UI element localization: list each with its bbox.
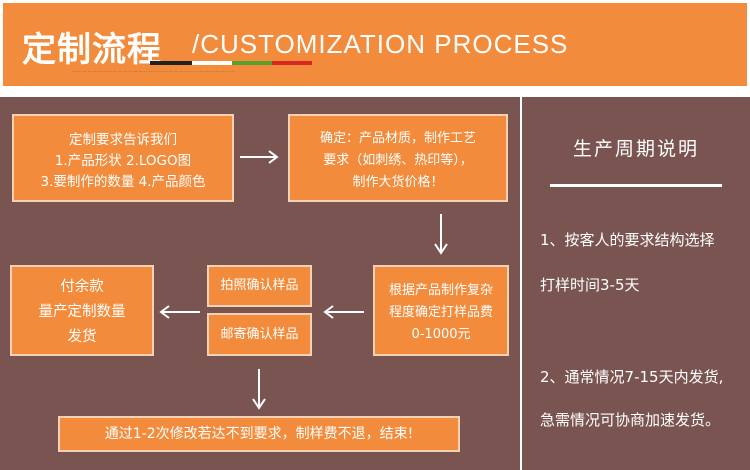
- cycle-item1-line2: 打样时间3-5天: [540, 276, 640, 294]
- step-confirm-line3: 制作大货价格！: [352, 175, 444, 190]
- decor-bar-green: [232, 61, 272, 65]
- step-balance-line3: 发货: [67, 329, 97, 345]
- arrow-right-icon: [240, 150, 279, 164]
- page-subtitle: /CUSTOMIZATION PROCESS: [192, 29, 569, 59]
- arrow-down-icon: [252, 369, 266, 410]
- step-requirements-line3: 3.要制作的数量 4.产品颜色: [40, 174, 206, 190]
- step-confirm-material: 确定：产品材质，制作工艺 要求（如刺绣、热印等）， 制作大货价格！: [288, 114, 508, 202]
- page-title: 定制流程: [22, 30, 162, 70]
- header-fine-print: — — — — — — — — — — — — — — — — — — — — …: [72, 68, 235, 73]
- final-note-label: 通过1-2次修改若达不到要求，制样费不退，结束!: [104, 426, 414, 442]
- cycle-panel: 生产周期说明 1、按客人的要求结构选择 打样时间3-5天 2、通常情况7-15天…: [522, 97, 750, 470]
- final-note: 通过1-2次修改若达不到要求，制样费不退，结束!: [58, 416, 460, 452]
- arrow-down-icon: [434, 214, 448, 255]
- step-photo-confirm-label: 拍照确认样品: [220, 278, 299, 293]
- cycle-item1-line1: 1、按客人的要求结构选择: [540, 231, 715, 249]
- step-mail-confirm: 邮寄确认样品: [207, 313, 312, 356]
- step-mail-confirm-label: 邮寄确认样品: [220, 327, 299, 342]
- cycle-divider: [550, 184, 722, 187]
- cycle-item2-line2: 急需情况可协商加速发货。: [540, 411, 721, 429]
- step-requirements: 定制要求告诉我们 1.产品形状 2.LOGO图 3.要制作的数量 4.产品颜色: [12, 114, 234, 202]
- step-confirm-line2: 要求（如刺绣、热印等），: [323, 153, 473, 168]
- step-photo-confirm: 拍照确认样品: [207, 265, 312, 307]
- step-requirements-heading: 定制要求告诉我们: [69, 132, 177, 148]
- step-sample-fee-line2: 程度确定打样品费: [388, 305, 493, 320]
- cycle-item2-line1: 2、通常情况7-15天内发货,: [540, 368, 724, 386]
- step-requirements-line2: 1.产品形状 2.LOGO图: [54, 153, 192, 169]
- cycle-title: 生产周期说明: [572, 138, 699, 160]
- arrow-left-icon: [323, 305, 364, 319]
- step-sample-fee-line1: 根据产品制作复杂: [388, 283, 493, 298]
- header: 定制流程 /CUSTOMIZATION PROCESS — — — — — — …: [0, 0, 750, 88]
- header-band: [3, 3, 747, 86]
- decor-bar-red: [272, 61, 312, 65]
- step-balance-line1: 付余款: [60, 279, 104, 295]
- arrow-left-icon: [159, 305, 200, 319]
- step-sample-fee-line3: 0-1000元: [411, 327, 471, 342]
- step-balance-line2: 量产定制数量: [38, 304, 126, 320]
- step-balance-delivery: 付余款 量产定制数量 发货: [10, 265, 154, 356]
- process-panel: 定制要求告诉我们 1.产品形状 2.LOGO图 3.要制作的数量 4.产品颜色 …: [0, 97, 520, 470]
- step-sample-fee: 根据产品制作复杂 程度确定打样品费 0-1000元: [373, 265, 509, 356]
- decor-bar-white: [192, 61, 232, 65]
- step-confirm-line1: 确定：产品材质，制作工艺: [319, 131, 476, 146]
- decor-bar-black: [150, 61, 192, 65]
